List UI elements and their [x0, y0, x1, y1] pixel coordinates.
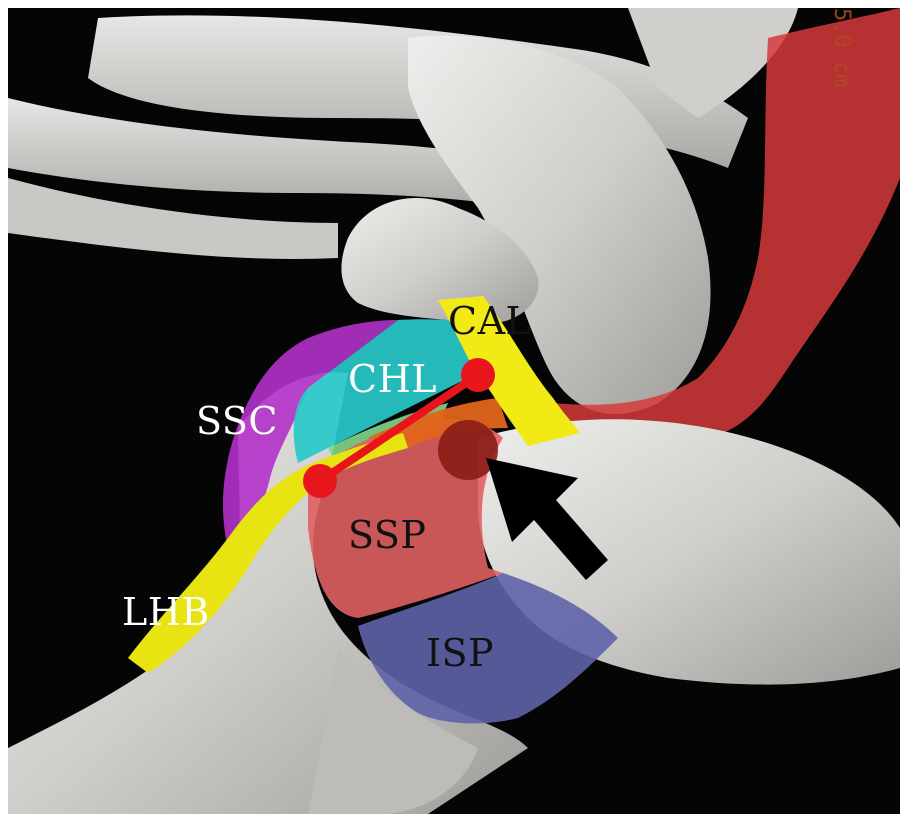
- ct-3d-shoulder-figure: CAL CHL SSC SSP LHB ISP 5.0 cm: [8, 8, 900, 814]
- label-cal: CAL: [448, 302, 531, 340]
- measure-point-lateral: [461, 358, 495, 392]
- impingement-spot: [438, 420, 498, 480]
- label-chl: CHL: [348, 360, 437, 398]
- scale-label: 5.0 cm: [714, 8, 854, 58]
- label-isp: ISP: [426, 634, 494, 672]
- label-ssc: SSC: [196, 402, 278, 440]
- anatomy-illustration: [8, 8, 900, 814]
- label-ssp: SSP: [348, 516, 426, 554]
- measure-point-medial: [303, 464, 337, 498]
- label-lhb: LHB: [122, 593, 210, 631]
